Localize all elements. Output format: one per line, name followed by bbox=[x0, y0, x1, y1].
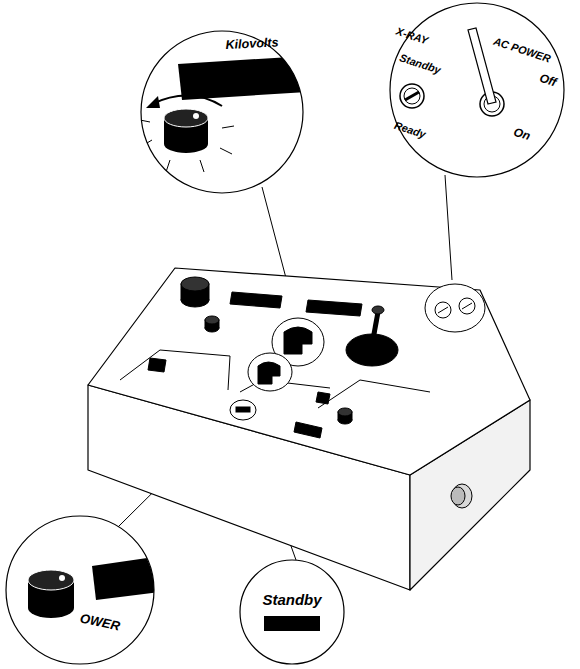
side-knob bbox=[451, 484, 472, 508]
callout-circle-outline bbox=[240, 560, 344, 664]
callout-circle bbox=[389, 2, 565, 178]
switch-position: Standby bbox=[398, 52, 442, 75]
switch-position: On bbox=[512, 126, 532, 143]
callout-rings bbox=[230, 284, 485, 420]
knob-label: Kilovolts bbox=[225, 36, 279, 51]
callout-ground bbox=[390, 3, 564, 177]
callout-circle bbox=[140, 30, 304, 194]
panel-controls bbox=[120, 277, 430, 438]
panel-housing bbox=[88, 268, 530, 590]
kilovolts-callout: Kilovolts bbox=[141, 31, 303, 193]
switch-position: Ready bbox=[393, 120, 427, 140]
callout-circle bbox=[5, 515, 155, 665]
switch-label: X-RAY bbox=[395, 26, 430, 46]
callout-circle-outline bbox=[141, 31, 303, 193]
callout-ground bbox=[240, 560, 344, 664]
power-knob bbox=[28, 556, 160, 618]
callout-circle-outline bbox=[6, 516, 154, 664]
switch-label: AC POWER bbox=[492, 36, 552, 65]
callout-circle-outline bbox=[390, 3, 564, 177]
knob-label: OWER bbox=[79, 611, 121, 632]
callout-ground bbox=[141, 31, 303, 193]
switch-position: Off bbox=[538, 72, 558, 89]
standby-callout: Standby bbox=[240, 560, 344, 664]
lamp-label: Standby bbox=[262, 592, 321, 607]
kilovolt-knob bbox=[140, 56, 305, 172]
callout-circle bbox=[239, 559, 345, 665]
switch-callout: X-RAY StandbyReady AC POWER OffOn bbox=[390, 3, 564, 177]
power-callout: OWER bbox=[6, 516, 154, 664]
standby-lamp bbox=[264, 616, 320, 631]
ring-contents bbox=[236, 298, 475, 412]
